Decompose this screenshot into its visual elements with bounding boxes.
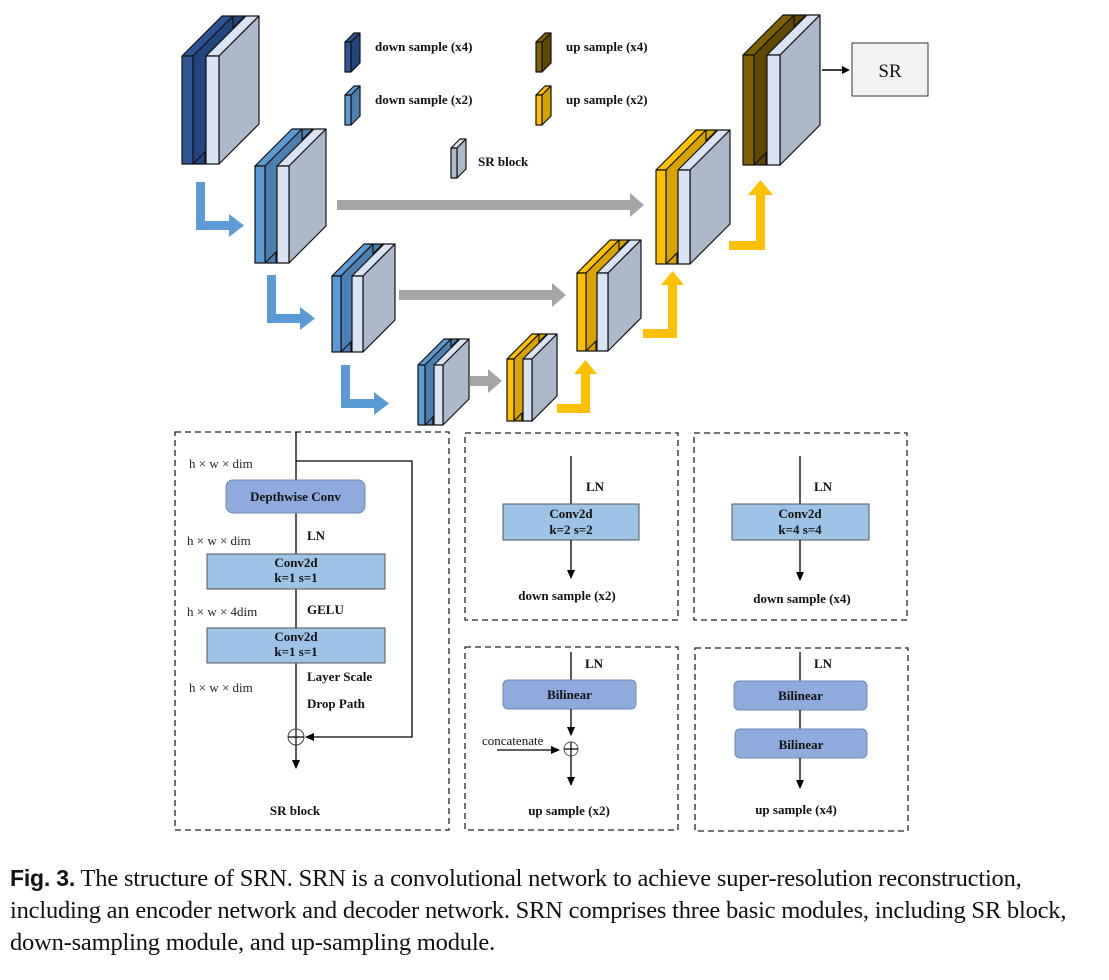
sr-block-layer <box>522 333 558 422</box>
ln-label: LN <box>814 479 833 494</box>
dim-label: h × w × dim <box>189 456 253 471</box>
sr-block-title: SR block <box>270 803 321 818</box>
depthwise-conv-label: Depthwise Conv <box>250 489 341 504</box>
bilinear-label: Bilinear <box>778 688 823 703</box>
legend-up-x4-label: up sample (x4) <box>566 39 648 54</box>
sr-block-layer <box>596 239 642 352</box>
conv2d-title: Conv2d <box>274 555 318 570</box>
down-sample-x4-title: down sample (x4) <box>753 591 851 606</box>
ln-label: LN <box>814 656 833 671</box>
gelu-label: GELU <box>307 602 344 617</box>
down-sample-x2-title: down sample (x2) <box>518 588 616 603</box>
up-sample-x2-title: up sample (x2) <box>528 803 610 818</box>
sr-block-panel <box>174 431 450 831</box>
network-blocks <box>181 14 821 426</box>
conv2d-box <box>206 627 386 664</box>
skip-connection-arrow <box>399 283 566 307</box>
bilinear-label: Bilinear <box>547 687 592 702</box>
sr-block-layer <box>766 14 821 166</box>
up-sample-x2-panel <box>464 646 679 831</box>
depthwise-conv-box <box>225 479 366 514</box>
bilinear-label: Bilinear <box>779 737 824 752</box>
legend-sr-block-label: SR block <box>478 154 529 169</box>
legend-up-x2-label: up sample (x2) <box>566 92 648 107</box>
legend-sr-block-icon <box>450 138 467 179</box>
legend-down-x2-icon <box>344 85 361 126</box>
add-icon <box>287 728 305 746</box>
skip-connection-arrow <box>470 369 502 393</box>
conv2d-params: k=4 s=4 <box>778 522 822 537</box>
ln-label: LN <box>585 656 604 671</box>
sr-block-layer <box>677 129 731 265</box>
up-sample-arrow <box>557 360 597 413</box>
figure-label: Fig. 3. <box>10 865 76 891</box>
conv2d-box <box>206 553 386 590</box>
srn-diagram: down sample (x4) down sample (x2) up sam… <box>174 14 929 832</box>
bilinear-box <box>502 679 637 710</box>
dim-label: h × w × dim <box>187 533 251 548</box>
conv2d-params: k=2 s=2 <box>549 522 592 537</box>
ln-label: LN <box>307 528 326 543</box>
sr-output-box <box>851 42 929 97</box>
figure-caption: Fig. 3. The structure of SRN. SRN is a c… <box>10 862 1105 959</box>
sr-block-layer <box>433 338 470 426</box>
caption-text: The structure of SRN. SRN is a convoluti… <box>10 865 1067 956</box>
legend-down-x4-icon <box>344 32 361 73</box>
up-sample-arrow <box>729 180 773 250</box>
conv2d-box <box>731 503 870 541</box>
conv2d-box <box>502 503 640 541</box>
sr-block-residual-path <box>296 460 413 741</box>
sr-block-layer <box>351 243 396 353</box>
up-sample-x4-title: up sample (x4) <box>755 802 837 817</box>
down-sample-arrow <box>267 275 315 330</box>
conv2d-params: k=1 s=1 <box>274 570 317 585</box>
sr-block-layer <box>276 128 327 264</box>
bilinear-box <box>734 728 868 759</box>
sr-output-label: SR <box>878 61 902 82</box>
drop-path-label: Drop Path <box>307 696 366 711</box>
legend-down-x4-label: down sample (x4) <box>375 39 473 54</box>
concat-add-icon <box>563 741 579 757</box>
down-sample-arrow <box>341 365 389 415</box>
conv2d-title: Conv2d <box>778 506 822 521</box>
skip-connection-arrow <box>337 193 644 217</box>
legend-up-x2-icon <box>535 85 552 126</box>
legend-up-x4-icon <box>535 32 552 73</box>
up-sample-arrow <box>643 271 684 338</box>
dim-label: h × w × dim <box>189 680 253 695</box>
sr-block-layer <box>205 15 260 165</box>
up-sample-x4-panel <box>694 647 909 832</box>
layer-scale-label: Layer Scale <box>307 669 372 684</box>
conv2d-title: Conv2d <box>274 629 318 644</box>
legend-glyphs <box>344 32 552 179</box>
conv2d-params: k=1 s=1 <box>274 644 317 659</box>
concatenate-label: concatenate <box>482 733 544 748</box>
down-sample-arrow <box>196 182 244 237</box>
conv2d-title: Conv2d <box>549 506 593 521</box>
dim-label: h × w × 4dim <box>187 604 257 619</box>
legend-down-x2-label: down sample (x2) <box>375 92 473 107</box>
ln-label: LN <box>586 479 605 494</box>
